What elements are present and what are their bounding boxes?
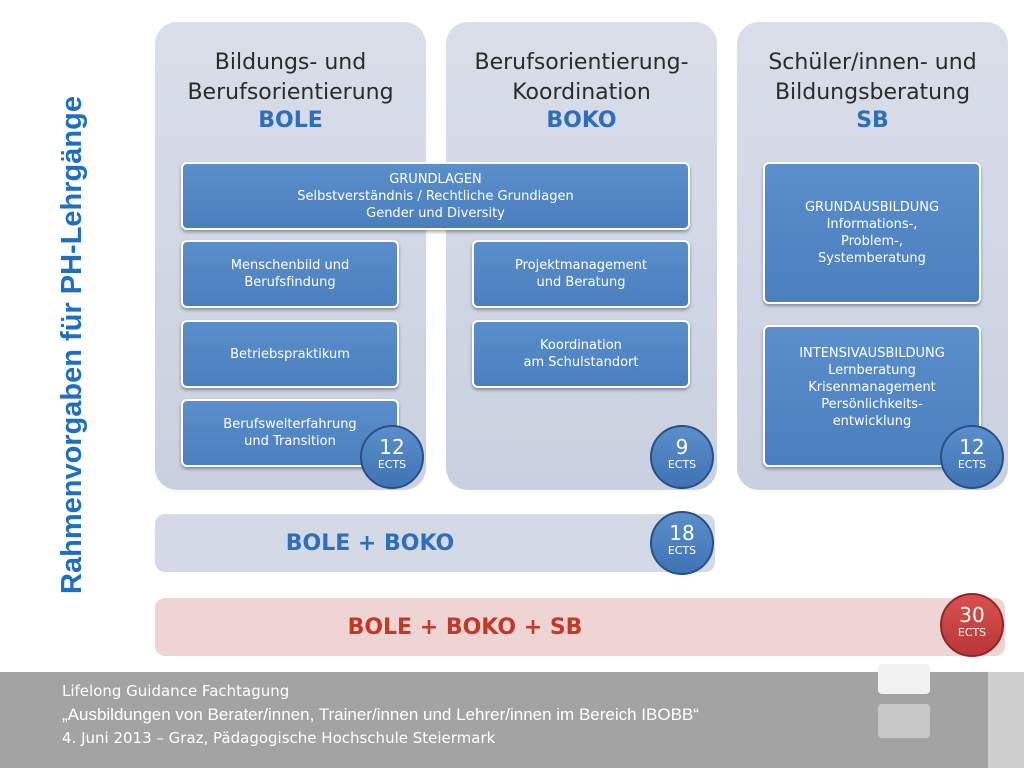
footer-date-location: 4. Juni 2013 – Graz, Pädagogische Hochsc… <box>62 729 496 747</box>
box-text: entwicklung <box>832 414 912 429</box>
column-title: Bildungs- und Berufsorientierung <box>155 48 426 108</box>
box-text: Menschenbild und <box>230 258 350 273</box>
column-title-line: Koordination <box>512 80 651 105</box>
band-bole-boko-sb: BOLE + BOKO + SB <box>155 598 1005 656</box>
ects-badge-bole-boko: 18 ECTS <box>650 511 714 575</box>
betriebspraktikum-box: Betriebspraktikum <box>181 320 399 388</box>
ects-number: 18 <box>669 521 695 545</box>
column-title-line: Bildungsberatung <box>774 80 971 105</box>
box-text: Berufsfindung <box>244 275 336 290</box>
ects-number: 12 <box>959 435 985 459</box>
box-text: Informations-, <box>826 217 918 232</box>
decorative-block <box>878 664 930 694</box>
box-text: Selbstverständnis / Rechtliche Grundlage… <box>297 188 574 204</box>
grundlagen-box: GRUNDLAGEN Selbstverständnis / Rechtlich… <box>181 162 690 230</box>
grundausbildung-box: GRUNDAUSBILDUNG Informations-, Problem-,… <box>763 162 981 304</box>
box-text: Problem-, <box>841 234 903 249</box>
footer-subtitle: „Ausbildungen von Berater/innen, Trainer… <box>62 705 699 724</box>
ects-number: 9 <box>675 435 689 459</box>
ects-unit: ECTS <box>667 544 697 557</box>
box-text: Betriebspraktikum <box>230 346 350 362</box>
ects-badge-boko: 9 ECTS <box>650 425 714 489</box>
footer: Lifelong Guidance Fachtagung „Ausbildung… <box>0 664 1024 768</box>
box-text: Projektmanagement <box>515 258 647 273</box>
box-text: Systemberatung <box>818 251 926 266</box>
box-text: und Transition <box>244 434 336 449</box>
box-text: und Beratung <box>536 275 626 290</box>
box-text: Koordination <box>540 338 622 353</box>
column-title-line: Schüler/innen- und <box>768 50 977 75</box>
band-label: BOLE + BOKO + SB <box>347 614 583 640</box>
band-label: BOLE + BOKO <box>285 530 455 556</box>
footer-event: Lifelong Guidance Fachtagung <box>62 682 290 700</box>
box-text: Berufswelterfahrung <box>223 417 357 432</box>
box-text: Krisenmanagement <box>808 380 936 395</box>
box-text: Persönlichkeits- <box>821 397 923 412</box>
ects-unit: ECTS <box>377 458 407 471</box>
box-text: Gender und Diversity <box>366 205 505 221</box>
side-title: Rahmenvorgaben für PH-Lehrgänge <box>56 96 88 594</box>
ects-number: 30 <box>959 603 985 627</box>
box-text: am Schulstandort <box>523 355 639 370</box>
ects-unit: ECTS <box>667 458 697 471</box>
box-text: INTENSIVAUSBILDUNG <box>799 346 945 361</box>
column-abbr: BOLE <box>258 108 323 133</box>
decorative-block <box>878 704 930 738</box>
box-text: GRUNDAUSBILDUNG <box>804 200 940 215</box>
ects-number: 12 <box>379 435 405 459</box>
column-title: Schüler/innen- und Bildungsberatung <box>737 48 1008 108</box>
ects-badge-sb: 12 ECTS <box>940 425 1004 489</box>
column-title-line: Bildungs- und <box>214 50 367 75</box>
column-title-line: Berufsorientierung <box>187 80 394 105</box>
column-abbr: BOKO <box>546 108 617 133</box>
koordination-box: Koordination am Schulstandort <box>472 320 690 388</box>
box-text: GRUNDLAGEN <box>389 171 482 187</box>
column-title: Berufsorientierung- Koordination <box>446 48 717 108</box>
band-bole-boko: BOLE + BOKO <box>155 514 715 572</box>
ects-unit: ECTS <box>957 458 987 471</box>
menschenbild-box: Menschenbild und Berufsfindung <box>181 240 399 308</box>
ects-badge-total: 30 ECTS <box>940 593 1004 657</box>
box-text: Lernberatung <box>828 363 916 378</box>
projektmanagement-box: Projektmanagement und Beratung <box>472 240 690 308</box>
column-abbr: SB <box>856 108 889 133</box>
decorative-strip <box>988 672 1024 768</box>
column-title-line: Berufsorientierung- <box>474 50 689 75</box>
ects-unit: ECTS <box>957 626 987 639</box>
ects-badge-bole: 12 ECTS <box>360 425 424 489</box>
